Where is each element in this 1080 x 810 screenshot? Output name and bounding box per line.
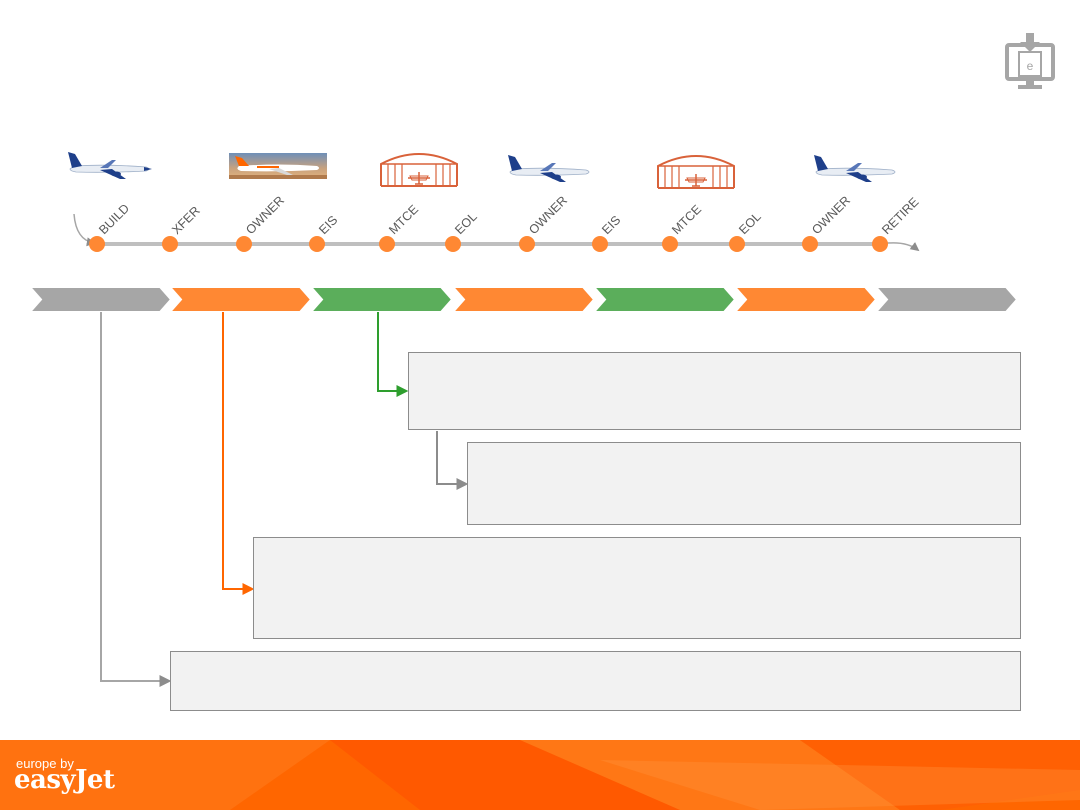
content-box-maintenance-detail xyxy=(467,442,1021,525)
milestone-dot[interactable] xyxy=(519,236,535,252)
milestone-dot[interactable] xyxy=(729,236,745,252)
milestone-label: EIS xyxy=(599,213,623,237)
milestone-dot[interactable] xyxy=(802,236,818,252)
milestone-label: BUILD xyxy=(96,201,132,237)
content-box-lifecycle xyxy=(170,651,1021,711)
content-box-ownership xyxy=(253,537,1021,639)
milestone-label: EOL xyxy=(452,210,480,238)
brand-logo[interactable]: easyJet xyxy=(14,765,115,795)
milestone-label: OWNER xyxy=(526,193,570,237)
milestone-label: MTCE xyxy=(669,202,704,237)
airbus-plane-icon xyxy=(68,152,152,179)
connector-grey-inner xyxy=(436,431,469,490)
milestone-dot[interactable] xyxy=(445,236,461,252)
milestone-dot[interactable] xyxy=(162,236,178,252)
phase-chevron[interactable] xyxy=(167,286,313,313)
airbus-plane-icon xyxy=(508,155,590,182)
connector-orange xyxy=(222,312,255,595)
connector-grey-outer xyxy=(100,312,172,687)
milestone-dot[interactable] xyxy=(236,236,252,252)
milestone-label: MTCE xyxy=(386,202,421,237)
brand-tagline: europe by xyxy=(16,756,74,771)
phase-chevron[interactable] xyxy=(450,286,596,313)
timeline-start-curve xyxy=(73,213,96,247)
connector-green xyxy=(377,312,409,397)
milestone-dot[interactable] xyxy=(872,236,888,252)
milestone-dot[interactable] xyxy=(662,236,678,252)
phase-chevron[interactable] xyxy=(27,286,173,313)
hangar-icon xyxy=(657,155,735,189)
milestone-label: OWNER xyxy=(809,193,853,237)
milestone-label: XFER xyxy=(169,204,202,237)
milestone-dot[interactable] xyxy=(379,236,395,252)
milestone-label: OWNER xyxy=(243,193,287,237)
milestone-dot[interactable] xyxy=(309,236,325,252)
content-box-maintenance xyxy=(408,352,1021,430)
footer-brand-band xyxy=(0,740,1080,810)
easyjet-plane-photo xyxy=(229,153,327,179)
milestone-label: EIS xyxy=(316,213,340,237)
phase-chevron[interactable] xyxy=(308,286,454,313)
hangar-icon xyxy=(380,153,458,187)
svg-text:e: e xyxy=(1027,59,1034,73)
milestone-label: RETIRE xyxy=(879,195,921,237)
download-document-monitor-icon[interactable]: e xyxy=(1005,33,1055,89)
phase-chevron[interactable] xyxy=(591,286,737,313)
milestone-label: EOL xyxy=(736,210,764,238)
phase-chevron-band xyxy=(27,286,1019,313)
milestone-dot[interactable] xyxy=(89,236,105,252)
phase-chevron[interactable] xyxy=(873,286,1019,313)
airbus-plane-icon xyxy=(814,155,896,182)
milestone-dot[interactable] xyxy=(592,236,608,252)
phase-chevron[interactable] xyxy=(732,286,878,313)
